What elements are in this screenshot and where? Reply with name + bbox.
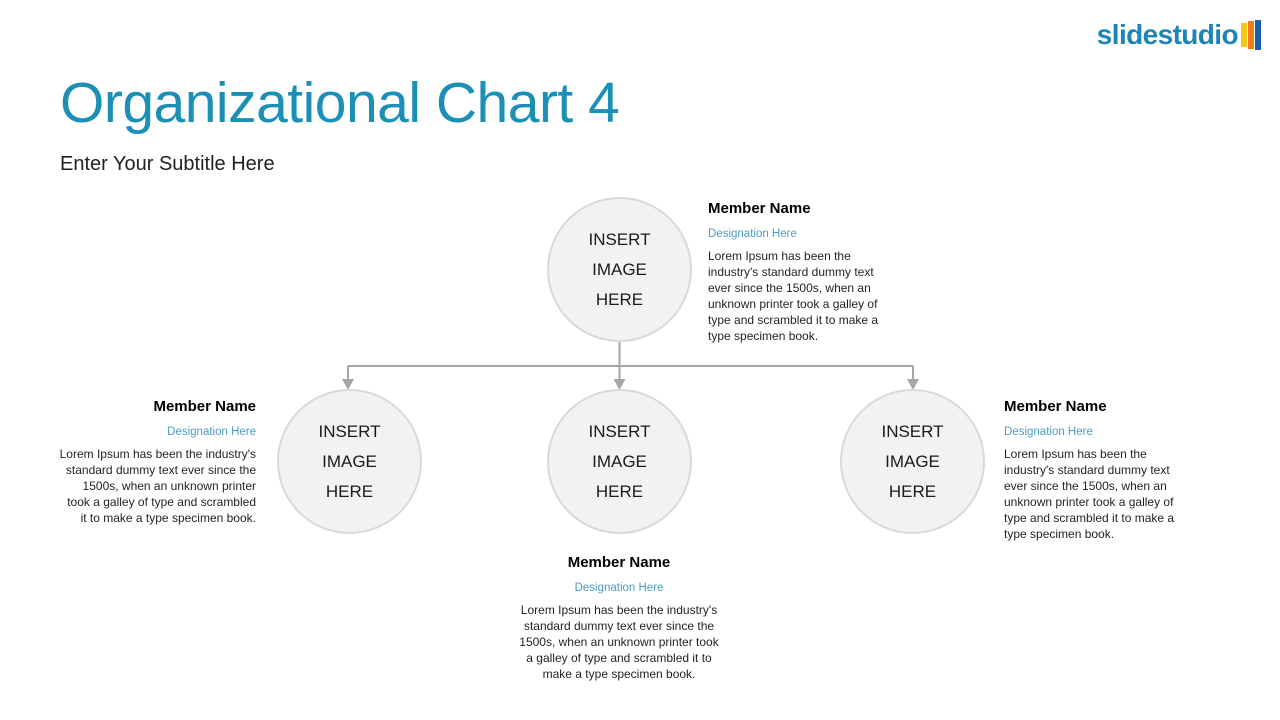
placeholder-line-1: INSERT [588,421,651,441]
member-designation: Designation Here [708,228,797,240]
page-title: Organizational Chart 4 [60,71,620,135]
node-image-placeholder-left[interactable]: INSERT IMAGE HERE [277,389,422,534]
logo-wordmark: slidestudio [1096,19,1239,50]
member-name: Member Name [567,554,671,571]
logo-bar-blue-icon [1255,20,1261,50]
placeholder-line-3: HERE [595,289,644,309]
member-name: Member Name [708,200,811,217]
placeholder-line-2: IMAGE [885,451,940,471]
member-designation: Designation Here [1004,426,1093,438]
member-block-left: Member Name Designation Here Lorem Ipsum… [58,398,256,526]
member-description: Lorem Ipsum has been the industry's stan… [1004,446,1175,541]
node-image-placeholder-top[interactable]: INSERT IMAGE HERE [547,197,692,342]
placeholder-line-2: IMAGE [592,259,647,279]
member-designation: Designation Here [167,426,256,438]
member-block-top: Member Name Designation Here Lorem Ipsum… [708,200,894,344]
node-image-placeholder-right[interactable]: INSERT IMAGE HERE [840,389,985,534]
logo-bar-yellow-icon [1241,23,1247,47]
member-block-right: Member Name Designation Here Lorem Ipsum… [1004,398,1194,542]
node-image-placeholder-middle[interactable]: INSERT IMAGE HERE [547,389,692,534]
placeholder-line-3: HERE [325,481,374,501]
member-name: Member Name [153,398,256,415]
placeholder-line-2: IMAGE [592,451,647,471]
page-subtitle: Enter Your Subtitle Here [60,153,275,175]
placeholder-line-1: INSERT [588,229,651,249]
placeholder-line-3: HERE [595,481,644,501]
placeholder-line-1: INSERT [881,421,944,441]
logo-bar-orange-icon [1248,21,1254,49]
placeholder-line-2: IMAGE [322,451,377,471]
placeholder-line-1: INSERT [318,421,381,441]
member-block-middle: Member Name Designation Here Lorem Ipsum… [519,554,719,682]
brand-logo: slidestudio [1097,18,1262,52]
member-description: Lorem Ipsum has been the industry's stan… [708,248,879,343]
member-name: Member Name [1004,398,1107,415]
member-designation: Designation Here [574,582,664,594]
logo-bars-icon [1241,20,1262,50]
member-description: Lorem Ipsum has been the industry's stan… [519,602,719,681]
placeholder-line-3: HERE [888,481,937,501]
member-description: Lorem Ipsum has been the industry's stan… [59,446,256,525]
